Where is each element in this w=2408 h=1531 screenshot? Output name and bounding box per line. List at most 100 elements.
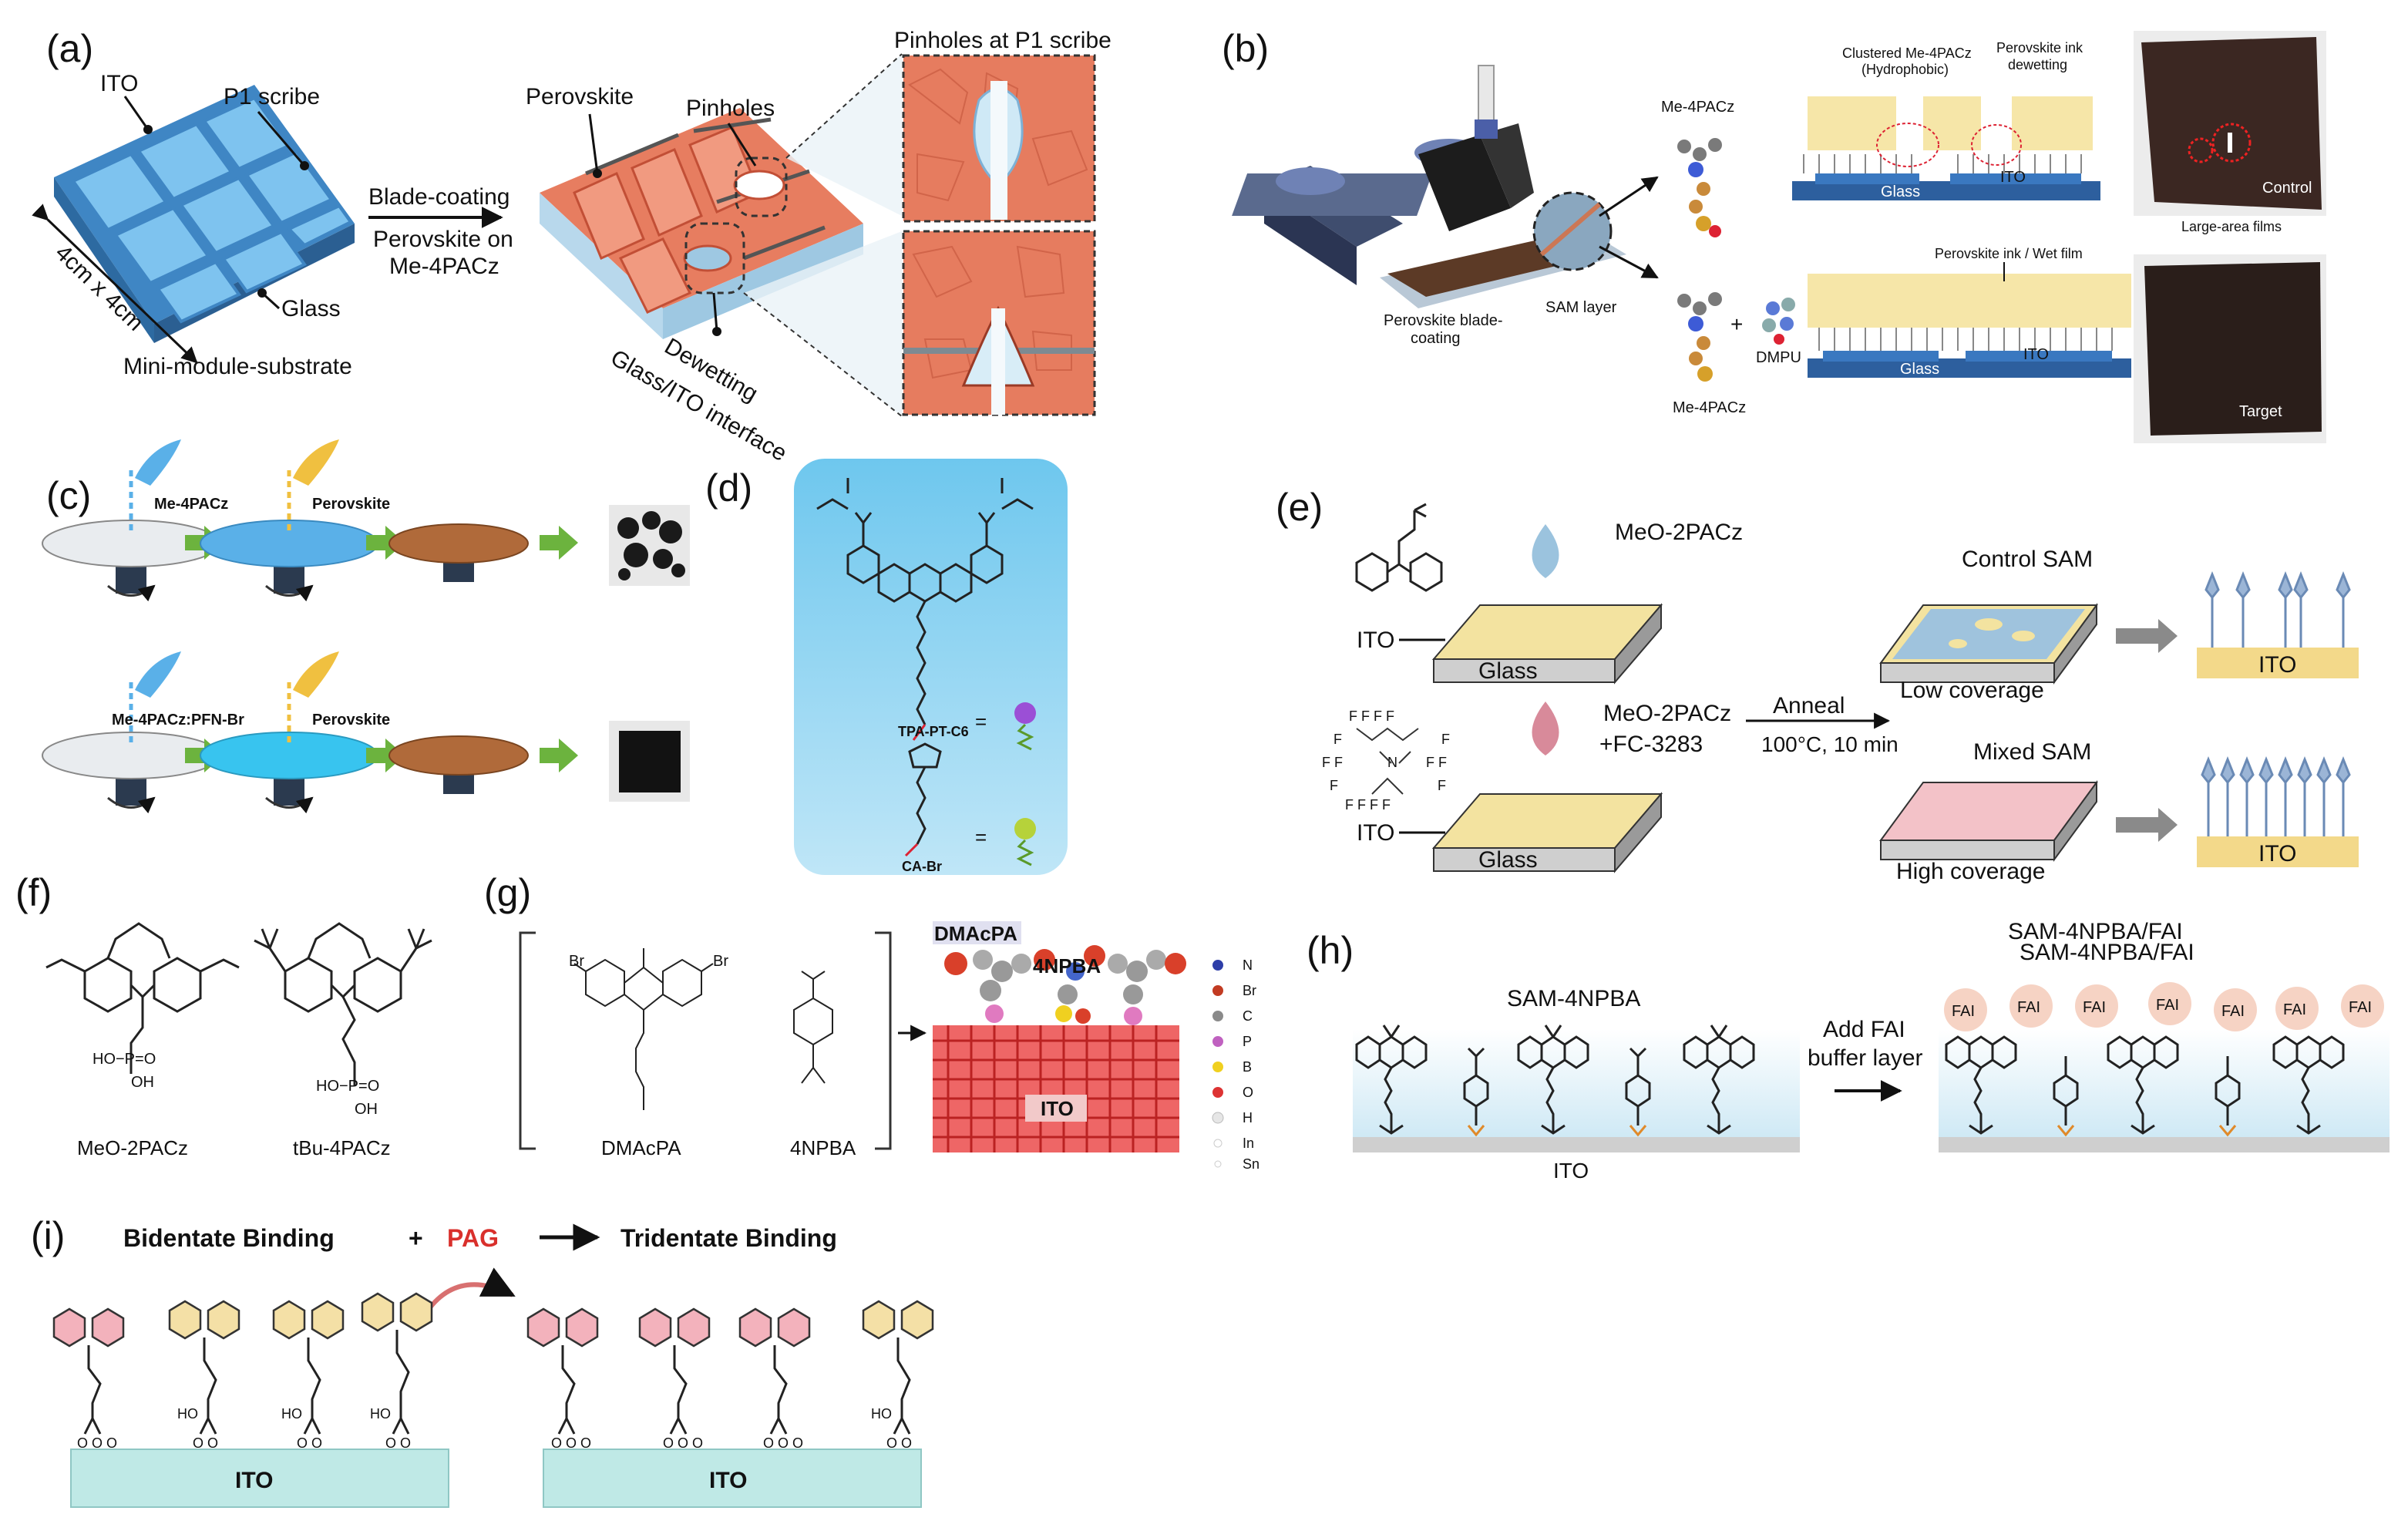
svg-text:N: N bbox=[1387, 755, 1397, 770]
legend-o: O bbox=[1243, 1085, 1253, 1100]
label-ito-e-right2: ITO bbox=[2258, 841, 2296, 866]
label-p1-scribe: P1 scribe bbox=[224, 84, 320, 109]
svg-text:O O O: O O O bbox=[77, 1435, 117, 1451]
eq-d-2: = bbox=[975, 826, 987, 849]
atom-legend: N Br C P B O H In Sn bbox=[1212, 957, 1259, 1172]
molecule-meo2pacz-f bbox=[45, 922, 240, 1074]
spin-coater-3 bbox=[42, 651, 220, 814]
svg-text:F F F F: F F F F bbox=[1349, 708, 1394, 724]
sam-molecules-left bbox=[1355, 1025, 1755, 1135]
label-dmpu: DMPU bbox=[1756, 349, 1801, 366]
panel-label-g: (g) bbox=[484, 871, 531, 914]
svg-text:O O: O O bbox=[886, 1435, 912, 1451]
label-hopo-f1: HO−P=O bbox=[92, 1051, 156, 1068]
svg-text:HO: HO bbox=[370, 1406, 391, 1422]
label-me4pacz-pfnbr: Me-4PACz:PFN-Br bbox=[112, 712, 244, 728]
arrow-pag-curve bbox=[425, 1267, 516, 1312]
fai-buffer-layer: FAI FAI FAI FAI FAI FAI FAI bbox=[1944, 982, 2384, 1031]
schematic-control bbox=[1792, 96, 2100, 200]
label-control-sam: Control SAM bbox=[1962, 547, 2093, 572]
label-pinholes: Pinholes bbox=[686, 96, 775, 121]
svg-text:O O: O O bbox=[385, 1435, 411, 1451]
legend-br: Br bbox=[1243, 983, 1256, 998]
label-anneal-condition: 100°C, 10 min bbox=[1761, 732, 1898, 756]
legend-c: C bbox=[1243, 1008, 1253, 1024]
label-meo2pacz-f: MeO-2PACz bbox=[77, 1136, 188, 1159]
glass-slab-bottom bbox=[1431, 792, 1663, 873]
icon-head-purple bbox=[1014, 702, 1036, 724]
label-add-fai: Add FAI bbox=[1823, 1017, 1905, 1042]
arrow-c-3 bbox=[540, 526, 578, 560]
blade-coater bbox=[1232, 65, 1626, 308]
legend-in: In bbox=[1243, 1136, 1254, 1151]
panel-d: (d) TPA-PT-C6 = CA-Br = bbox=[705, 459, 1068, 875]
label-ito-b-bottom: ITO bbox=[2023, 346, 2049, 363]
label-plus-b: + bbox=[1730, 312, 1743, 336]
label-sam-4npba-fai-1: SAM-4NPBA/FAI bbox=[2008, 919, 2183, 944]
svg-text:F F F F: F F F F bbox=[1345, 797, 1391, 813]
panel-label-b: (b) bbox=[1222, 27, 1269, 70]
svg-text:HO: HO bbox=[281, 1406, 302, 1422]
sam-dense bbox=[2197, 755, 2359, 867]
panel-label-a: (a) bbox=[46, 27, 93, 70]
label-perovskite-c2: Perovskite bbox=[312, 712, 390, 728]
film-disk-2 bbox=[388, 735, 529, 794]
spin-coater-4 bbox=[200, 651, 378, 814]
fai-label-4: FAI bbox=[2156, 997, 2179, 1014]
label-perovskite-a: Perovskite bbox=[526, 84, 634, 109]
label-ito-e2: ITO bbox=[1357, 820, 1394, 846]
label-me4pacz-a: Me-4PACz bbox=[389, 254, 499, 279]
label-dmacpa-g: DMAcPA bbox=[601, 1136, 681, 1159]
label-me4pacz-c: Me-4PACz bbox=[154, 496, 228, 513]
label-target: Target bbox=[2239, 403, 2282, 420]
svg-text:F F: F F bbox=[1426, 755, 1447, 770]
label-pinholes-at-p1: Pinholes at P1 scribe bbox=[894, 28, 1112, 53]
spin-coater-1 bbox=[42, 439, 220, 602]
legend-sn: Sn bbox=[1243, 1156, 1259, 1172]
label-me4pacz-b-top: Me-4PACz bbox=[1661, 99, 1734, 116]
control-sam-slab bbox=[1879, 602, 2098, 685]
label-low-coverage: Low coverage bbox=[1900, 678, 2044, 703]
film-disk-1 bbox=[388, 523, 529, 582]
legend-h: H bbox=[1243, 1110, 1253, 1126]
label-blade-coating-b1: Perovskite blade- bbox=[1384, 312, 1503, 329]
label-perovskite-on: Perovskite on bbox=[373, 227, 513, 252]
svg-text:F: F bbox=[1330, 778, 1338, 793]
legend-n: N bbox=[1243, 957, 1253, 973]
label-glass-a: Glass bbox=[281, 296, 341, 321]
svg-text:O O: O O bbox=[297, 1435, 322, 1451]
molecule-me4pacz-bottom bbox=[1677, 292, 1722, 382]
arrow-gray-bottom bbox=[2116, 808, 2178, 842]
label-hopo-f2: HO−P=O bbox=[316, 1078, 379, 1095]
label-ito-b-top: ITO bbox=[2000, 169, 2026, 186]
glass-slab-top bbox=[1431, 603, 1663, 685]
fai-label-1: FAI bbox=[1952, 1003, 1975, 1020]
molecule-meo2pacz-e bbox=[1355, 503, 1443, 592]
svg-text:HO: HO bbox=[177, 1406, 198, 1422]
fai-label-3: FAI bbox=[2083, 999, 2106, 1016]
label-br-g2: Br bbox=[713, 953, 728, 970]
label-br-g1: Br bbox=[569, 953, 584, 970]
svg-text:F: F bbox=[1441, 732, 1450, 747]
molecule-box-d bbox=[794, 459, 1068, 875]
svg-text:O O: O O bbox=[193, 1435, 218, 1451]
fai-label-6: FAI bbox=[2283, 1001, 2306, 1018]
svg-text:F: F bbox=[1438, 778, 1446, 793]
label-blade-coating: Blade-coating bbox=[368, 184, 510, 210]
eq-d-1: = bbox=[975, 710, 987, 733]
arrow-gray-top bbox=[2116, 619, 2178, 653]
label-ito-i2: ITO bbox=[709, 1468, 747, 1493]
label-bidentate: Bidentate Binding bbox=[123, 1224, 335, 1252]
ito-layer-left bbox=[1353, 1137, 1800, 1152]
molecule-spheres bbox=[944, 945, 1186, 1025]
ito-base-left bbox=[70, 1449, 449, 1508]
legend-b: B bbox=[1243, 1059, 1252, 1075]
label-ito-i1: ITO bbox=[235, 1468, 273, 1493]
label-4npba-tag: 4NPBA bbox=[1033, 954, 1101, 977]
panel-a: (a) ITO P1 scribe Glass 4c bbox=[32, 27, 1112, 466]
label-buffer-layer: buffer layer bbox=[1808, 1045, 1923, 1071]
panel-label-c: (c) bbox=[46, 474, 91, 517]
perovskite-coated-block bbox=[540, 108, 863, 339]
svg-text:O O O: O O O bbox=[663, 1435, 703, 1451]
panel-h: (h) SAM-4NPBA ITO Add FAI buffer layer bbox=[1307, 919, 2390, 1183]
